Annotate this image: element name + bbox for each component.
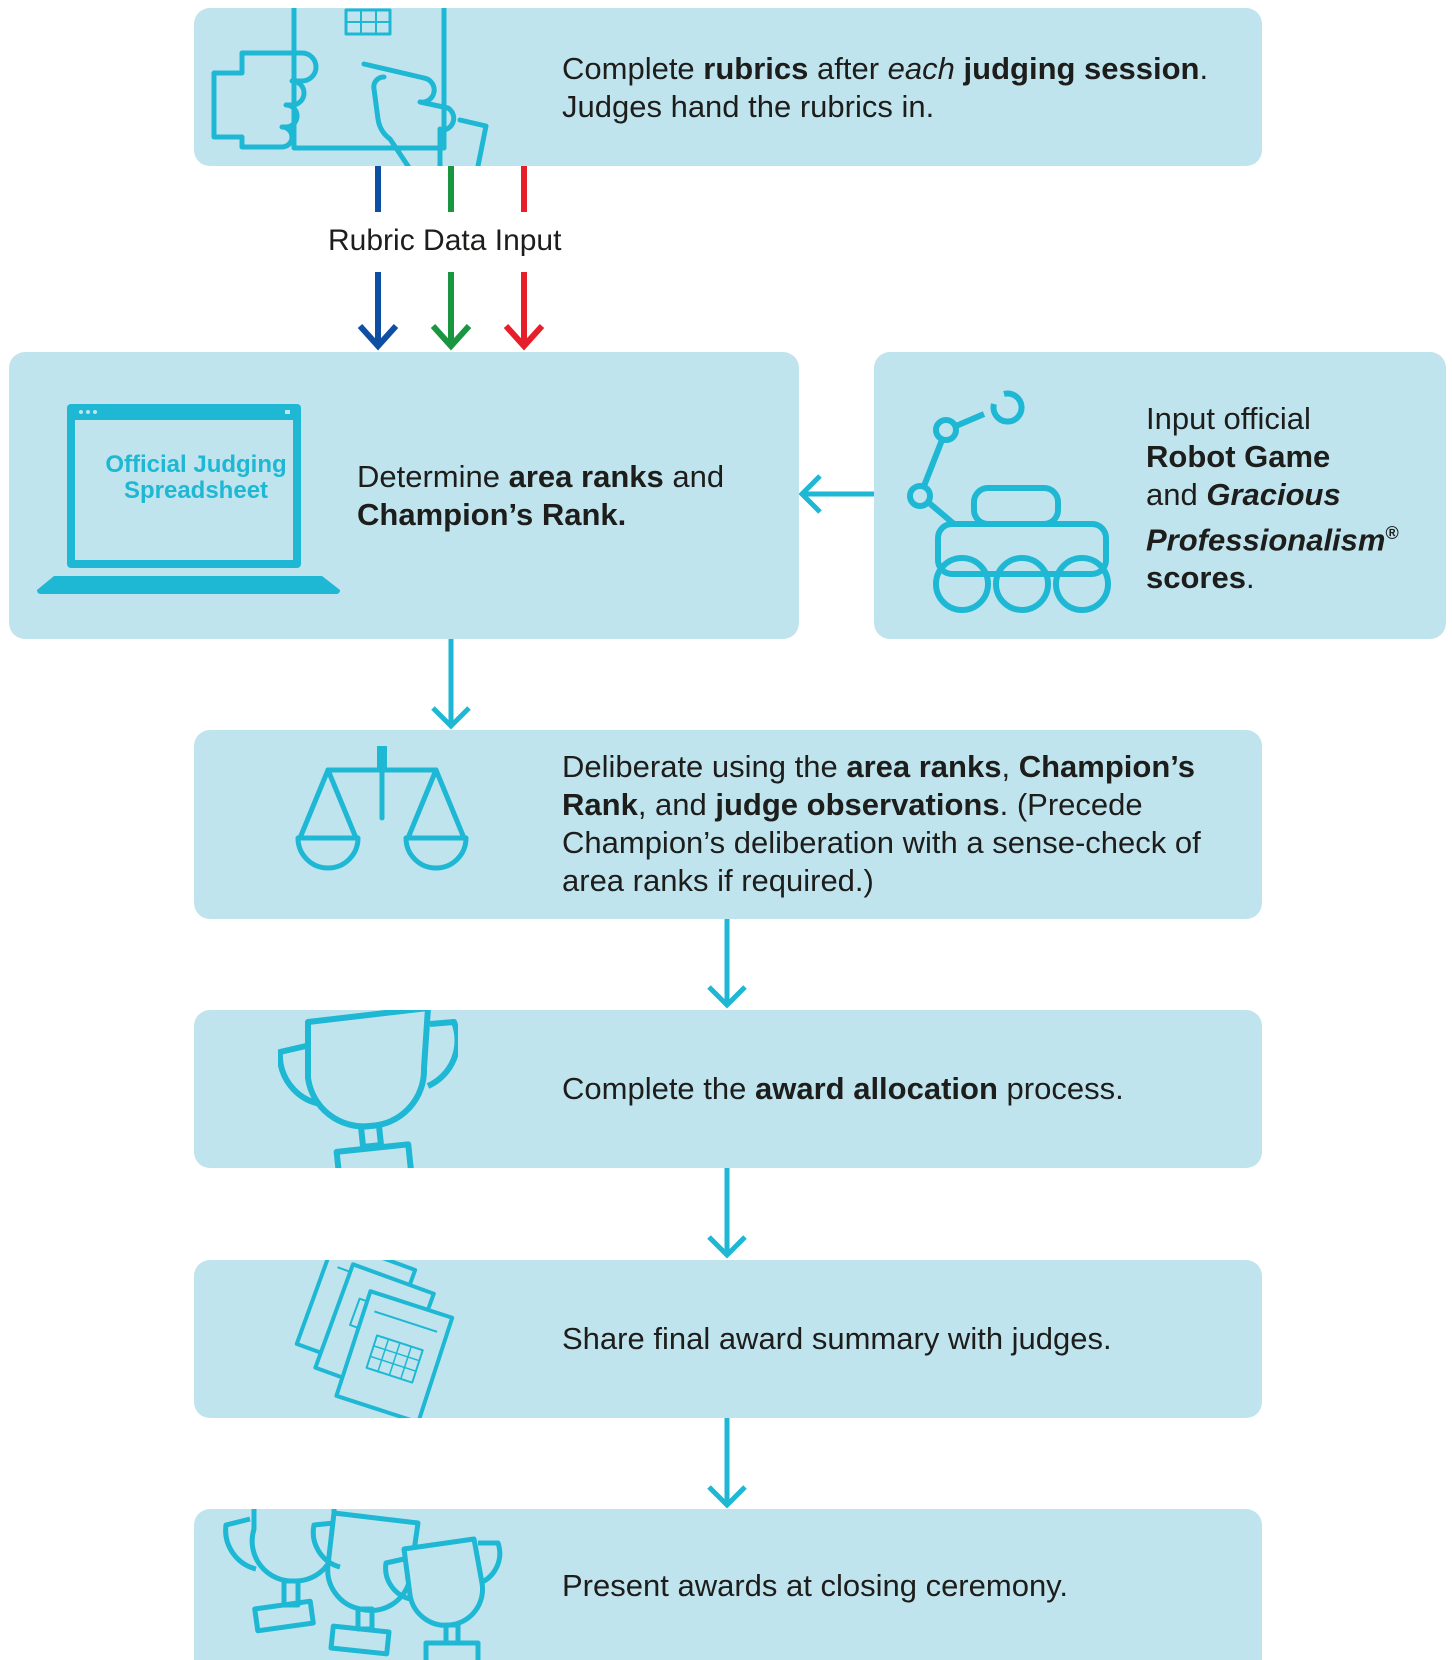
ranks-b1: area ranks xyxy=(508,459,664,494)
documents-icon xyxy=(294,1260,455,1418)
deliberate-b4: judge observations xyxy=(715,787,1000,822)
spreadsheet-screen-label: Official Judging Spreadsheet xyxy=(87,452,305,504)
deliberate-t2: , xyxy=(1001,749,1019,784)
step-rubrics: Complete rubrics after each judging sess… xyxy=(194,8,1262,166)
rubrics-t1: Complete xyxy=(562,51,704,86)
rubrics-t4: . xyxy=(1199,51,1209,86)
robot-icon xyxy=(907,390,1111,613)
deliberate-line3: Champion’s deliberation with a sense-che… xyxy=(562,825,1201,860)
rubric-arrow-blue xyxy=(357,166,399,351)
step-robot-text: Input official Robot Game and Gracious P… xyxy=(1146,400,1436,597)
ranks-t1: Determine xyxy=(357,459,509,494)
arrow-robot-to-ranks xyxy=(798,474,874,514)
step-ranks: Official Judging Spreadsheet Determine a… xyxy=(9,352,799,639)
rubrics-i1: each xyxy=(887,51,955,86)
robot-t2: and xyxy=(1146,477,1207,512)
robot-b3: scores xyxy=(1146,560,1246,596)
screen-line2: Spreadsheet xyxy=(123,477,269,504)
registered-mark: ® xyxy=(1385,523,1399,543)
step-deliberate: Deliberate using the area ranks, Champio… xyxy=(194,730,1262,919)
award-t2: process. xyxy=(997,1071,1124,1106)
deliberate-b3: Rank xyxy=(562,787,638,822)
rubric-data-input-label: Rubric Data Input xyxy=(328,224,562,257)
deliberate-t4: . (Precede xyxy=(999,787,1143,822)
deliberate-t3: , and xyxy=(637,787,716,822)
rubrics-b1: rubrics xyxy=(703,51,809,86)
step-ranks-text: Determine area ranks and Champion’s Rank… xyxy=(357,458,777,534)
rubrics-t2: after xyxy=(808,51,888,86)
scales-icon xyxy=(295,746,469,871)
arrow-ranks-to-deliberate xyxy=(431,639,471,730)
step-rubrics-text: Complete rubrics after each judging sess… xyxy=(562,50,1242,126)
step-present: Present awards at closing ceremony. xyxy=(194,1509,1262,1660)
award-t1: Complete the xyxy=(562,1071,755,1106)
rubrics-line2: Judges hand the rubrics in. xyxy=(562,89,935,124)
robot-bi1: Gracious xyxy=(1206,477,1341,512)
trophies-icon xyxy=(223,1509,503,1660)
rubric-clipboard-icon xyxy=(211,8,489,166)
step-present-text: Present awards at closing ceremony. xyxy=(562,1568,1068,1603)
step-award-text: Complete the award allocation process. xyxy=(562,1070,1242,1108)
robot-b1: Robot Game xyxy=(1146,439,1331,474)
arrow-deliberate-to-award xyxy=(707,919,747,1009)
step-share: Share final award summary with judges. xyxy=(194,1260,1262,1418)
rubrics-t3 xyxy=(955,51,964,86)
robot-t3: . xyxy=(1245,560,1255,596)
deliberate-line4: area ranks if required.) xyxy=(562,863,874,898)
step-robot: Input official Robot Game and Gracious P… xyxy=(874,352,1446,639)
laptop-icon xyxy=(37,404,341,594)
deliberate-t1: Deliberate using the xyxy=(562,749,847,784)
rubric-arrow-red xyxy=(503,166,545,351)
trophy-icon xyxy=(278,1010,458,1168)
robot-bi2: Professionalism xyxy=(1146,522,1386,558)
arrow-share-to-present xyxy=(707,1418,747,1509)
step-share-text: Share final award summary with judges. xyxy=(562,1321,1112,1356)
ranks-t2: and xyxy=(663,459,725,494)
deliberate-b1: area ranks xyxy=(846,749,1002,784)
deliberate-b2: Champion’s xyxy=(1018,749,1195,784)
screen-line1: Official Judging xyxy=(105,451,287,478)
rubrics-b2: judging session xyxy=(963,51,1200,86)
step-deliberate-text: Deliberate using the area ranks, Champio… xyxy=(562,748,1252,900)
robot-line1: Input official xyxy=(1146,401,1311,436)
arrow-award-to-share xyxy=(707,1168,747,1259)
step-award: Complete the award allocation process. xyxy=(194,1010,1262,1168)
ranks-b2: Champion’s Rank. xyxy=(357,497,627,532)
rubric-arrow-green xyxy=(430,166,472,351)
award-b1: award allocation xyxy=(755,1071,998,1106)
